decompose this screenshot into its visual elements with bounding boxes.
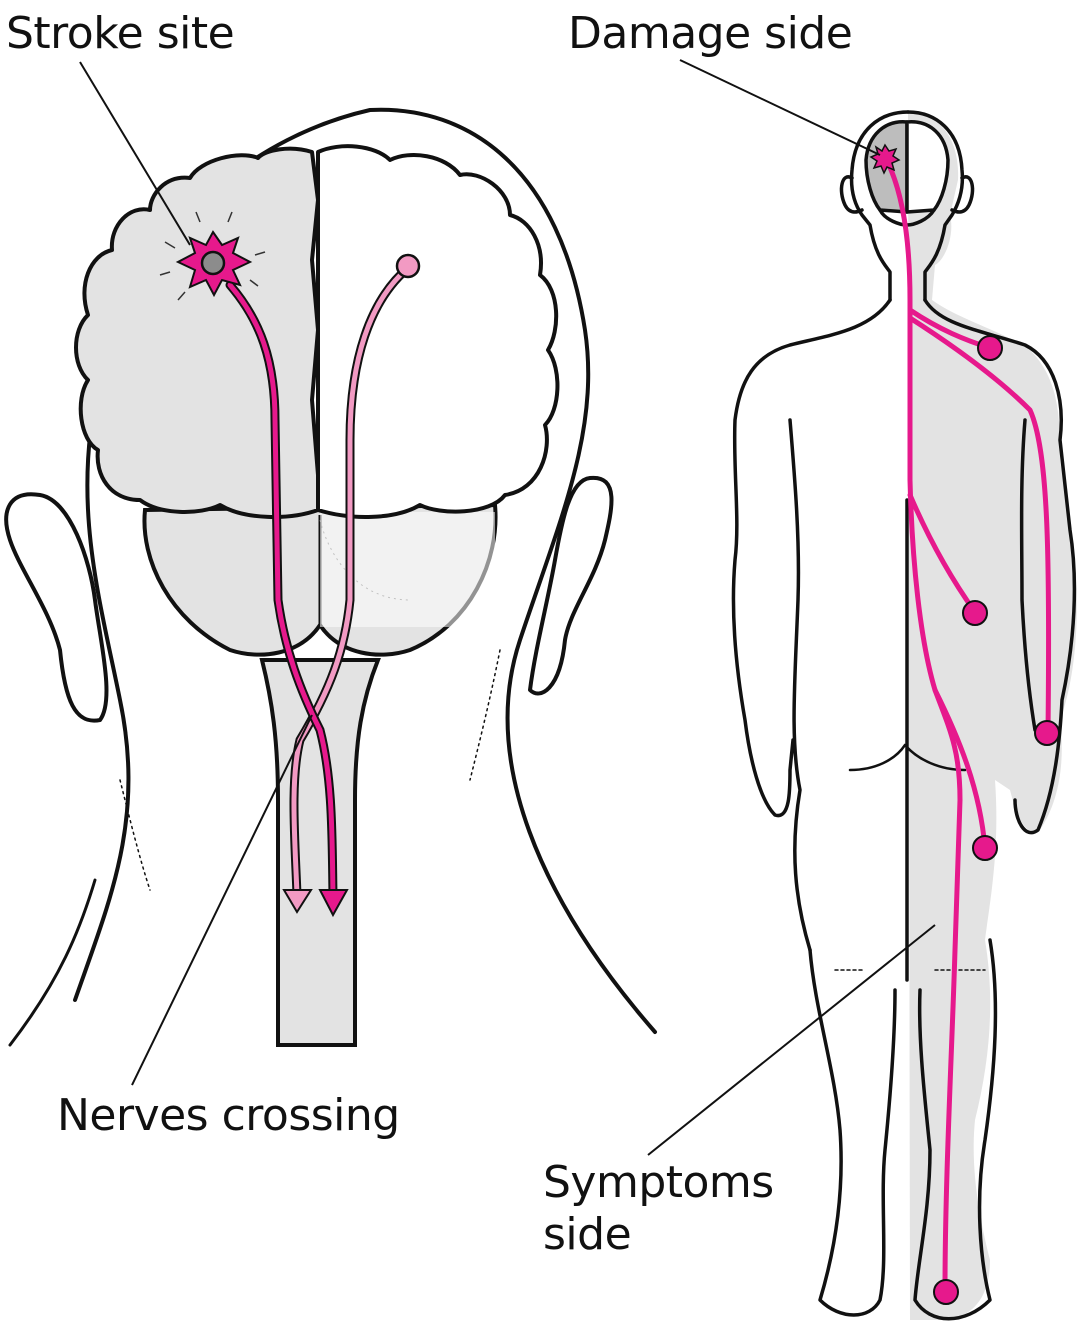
symptom-point-shoulder: [977, 335, 1003, 361]
left-ear: [4, 492, 109, 723]
symptom-point-heel: [933, 1279, 959, 1305]
body-head: [849, 110, 910, 302]
symptom-points: [933, 335, 1060, 1305]
affected-arrowhead: [318, 889, 349, 918]
symptom-point-knee: [972, 835, 998, 861]
symptom-point-back: [962, 600, 988, 626]
left-hemisphere: [74, 146, 320, 519]
right-ear: [528, 475, 614, 696]
symptoms-side-shading: [908, 112, 1077, 1320]
stroke-site-marker: [159, 211, 266, 301]
cerebrum: [74, 144, 560, 519]
symptoms-side-label: Symptoms side: [543, 1157, 774, 1260]
symptom-point-hand: [1034, 720, 1060, 746]
nerve-paths: [225, 263, 413, 900]
stroke-site-leader: [79, 61, 191, 246]
nerves-crossing-leader: [131, 714, 313, 1086]
damage-side-leader: [679, 59, 881, 156]
unaffected-origin-dot: [395, 253, 421, 279]
nerves-crossing-label: Nerves crossing: [57, 1090, 400, 1141]
stroke-site-label: Stroke site: [6, 8, 235, 59]
body-figure: [731, 110, 1077, 1321]
damage-side-label: Damage side: [568, 8, 853, 59]
unaffected-arrowhead: [282, 889, 313, 914]
symptoms-side-leader: [647, 924, 936, 1156]
right-hemisphere: [316, 144, 560, 519]
body-damage-marker: [869, 143, 901, 175]
body-brain-healthy: [905, 120, 950, 214]
